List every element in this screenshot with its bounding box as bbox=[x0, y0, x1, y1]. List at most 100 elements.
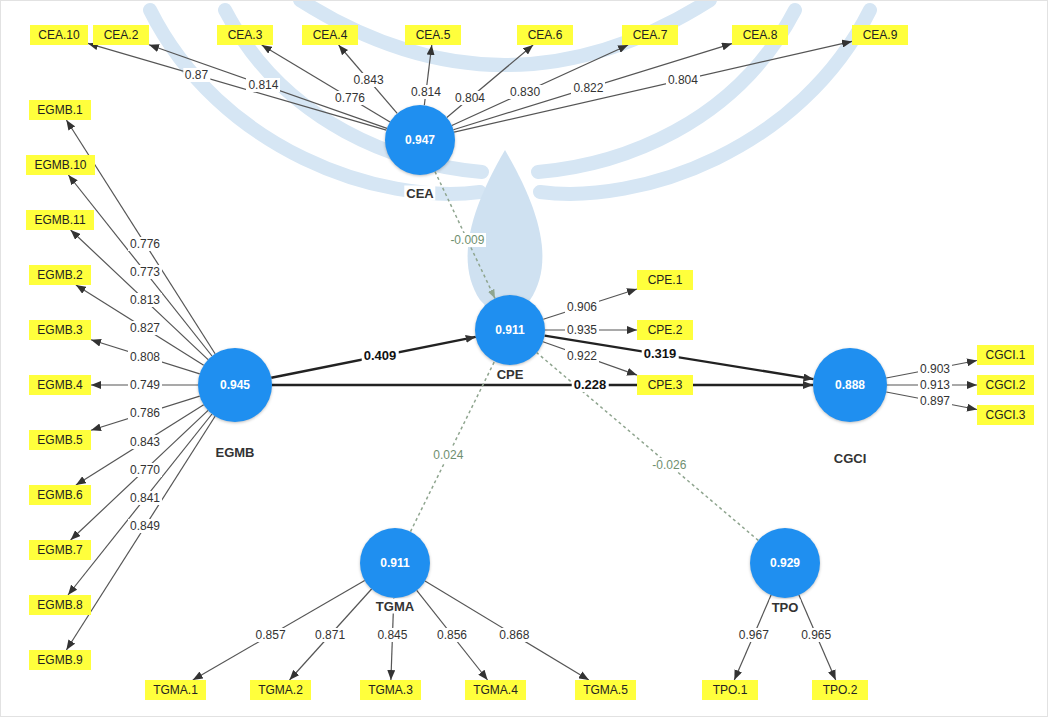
indicator-box: CPE.1 bbox=[637, 270, 693, 290]
moderation-coefficient: -0.026 bbox=[650, 458, 688, 472]
indicator-box: EGMB.2 bbox=[29, 265, 91, 285]
construct-circle: 0.945EGMB bbox=[198, 348, 272, 422]
indicator-name: CGCI.3 bbox=[985, 408, 1025, 422]
loading-value: 0.773 bbox=[128, 265, 162, 279]
indicator-box: CEA.5 bbox=[405, 25, 461, 45]
indicator-box: EGMB.4 bbox=[29, 375, 91, 395]
construct-name: TPO bbox=[770, 600, 801, 615]
indicator-box: CGCI.1 bbox=[977, 345, 1034, 365]
r-squared-value: 0.929 bbox=[770, 556, 800, 570]
indicator-box: CEA.10 bbox=[30, 25, 88, 45]
indicator-box: CEA.8 bbox=[732, 25, 788, 45]
indicator-name: CEA.6 bbox=[528, 28, 563, 42]
indicator-box: CEA.6 bbox=[517, 25, 573, 45]
indicator-box: CPE.3 bbox=[637, 375, 693, 395]
indicator-box: CEA.9 bbox=[852, 25, 908, 45]
indicator-name: CGCI.2 bbox=[985, 378, 1025, 392]
construct-name: CEA bbox=[404, 186, 435, 201]
loading-value: 0.830 bbox=[508, 85, 542, 99]
indicator-box: TGMA.3 bbox=[360, 680, 421, 700]
loading-arrow bbox=[91, 396, 200, 430]
indicator-name: CEA.9 bbox=[863, 28, 898, 42]
loading-value: 0.935 bbox=[565, 323, 599, 337]
r-squared-value: 0.947 bbox=[405, 133, 435, 147]
indicator-box: EGMB.8 bbox=[29, 595, 91, 615]
indicator-box: TGMA.1 bbox=[145, 680, 206, 700]
loading-value: 0.843 bbox=[352, 73, 386, 87]
indicator-box: TGMA.4 bbox=[465, 680, 526, 700]
indicator-name: EGMB.5 bbox=[37, 433, 82, 447]
indicator-box: CEA.2 bbox=[93, 25, 149, 45]
path-coefficient: 0.228 bbox=[572, 378, 609, 392]
loading-arrow bbox=[452, 45, 628, 126]
moderation-coefficient: -0.009 bbox=[448, 233, 486, 247]
indicator-name: CEA.10 bbox=[38, 28, 79, 42]
loading-value: 0.913 bbox=[918, 378, 952, 392]
moderation-line bbox=[537, 353, 759, 541]
construct-circle: 0.911TGMA bbox=[360, 528, 430, 598]
loading-arrow bbox=[543, 342, 637, 375]
indicator-name: EGMB.1 bbox=[37, 103, 82, 117]
moderation-line bbox=[435, 172, 495, 299]
indicator-name: EGMB.4 bbox=[37, 378, 82, 392]
loading-arrow bbox=[193, 581, 365, 681]
indicator-box: CPE.2 bbox=[637, 320, 693, 340]
indicator-box: EGMB.10 bbox=[26, 155, 95, 175]
loading-arrow bbox=[886, 392, 977, 410]
construct-circle: 0.911CPE bbox=[475, 295, 545, 365]
loading-value: 0.749 bbox=[128, 378, 162, 392]
loading-value: 0.906 bbox=[565, 300, 599, 314]
moderation-coefficient: 0.024 bbox=[431, 448, 465, 462]
indicator-name: EGMB.7 bbox=[37, 543, 82, 557]
loading-arrow bbox=[543, 289, 637, 319]
loading-value: 0.897 bbox=[918, 394, 952, 408]
loading-value: 0.868 bbox=[497, 628, 531, 642]
indicator-name: CPE.1 bbox=[648, 273, 683, 287]
loading-arrow bbox=[417, 590, 488, 680]
loading-value: 0.841 bbox=[128, 491, 162, 505]
loading-value: 0.87 bbox=[183, 68, 210, 82]
indicator-name: CPE.2 bbox=[648, 323, 683, 337]
indicator-name: TGMA.4 bbox=[473, 683, 518, 697]
loading-value: 0.776 bbox=[128, 237, 162, 251]
loading-value: 0.965 bbox=[799, 628, 833, 642]
r-squared-value: 0.888 bbox=[835, 378, 865, 392]
construct-name: CGCI bbox=[832, 451, 869, 466]
loading-arrow bbox=[453, 44, 732, 130]
indicator-name: TGMA.5 bbox=[583, 683, 628, 697]
path-arrow bbox=[272, 384, 813, 386]
loading-value: 0.808 bbox=[128, 350, 162, 364]
indicator-name: EGMB.3 bbox=[37, 323, 82, 337]
r-squared-value: 0.911 bbox=[495, 323, 524, 337]
loading-value: 0.849 bbox=[128, 519, 162, 533]
indicator-name: EGMB.8 bbox=[37, 598, 82, 612]
loading-arrow bbox=[799, 595, 836, 680]
loading-value: 0.813 bbox=[128, 293, 162, 307]
loading-value: 0.814 bbox=[409, 85, 443, 99]
loading-arrow bbox=[425, 581, 589, 680]
indicator-name: CEA.3 bbox=[228, 28, 263, 42]
indicator-box: CEA.4 bbox=[302, 25, 358, 45]
indicator-name: EGMB.2 bbox=[37, 268, 82, 282]
indicator-name: CEA.5 bbox=[416, 28, 451, 42]
loading-arrow bbox=[454, 41, 852, 132]
loading-value: 0.857 bbox=[254, 628, 288, 642]
loading-arrow bbox=[290, 589, 372, 680]
loading-value: 0.786 bbox=[128, 406, 162, 420]
loading-value: 0.843 bbox=[128, 435, 162, 449]
loading-value: 0.845 bbox=[375, 628, 409, 642]
loading-arrow bbox=[71, 410, 209, 540]
loading-value: 0.856 bbox=[435, 628, 469, 642]
loading-value: 0.827 bbox=[128, 321, 162, 335]
indicator-box: CGCI.2 bbox=[977, 375, 1034, 395]
indicator-name: CEA.2 bbox=[104, 28, 139, 42]
path-arrow bbox=[271, 337, 475, 378]
indicator-name: EGMB.11 bbox=[34, 213, 85, 227]
loading-value: 0.922 bbox=[565, 349, 599, 363]
indicator-name: EGMB.6 bbox=[37, 488, 82, 502]
indicator-box: EGMB.3 bbox=[29, 320, 91, 340]
loading-value: 0.814 bbox=[246, 78, 280, 92]
path-coefficient: 0.319 bbox=[642, 347, 679, 361]
indicator-box: TPO.2 bbox=[812, 680, 868, 700]
